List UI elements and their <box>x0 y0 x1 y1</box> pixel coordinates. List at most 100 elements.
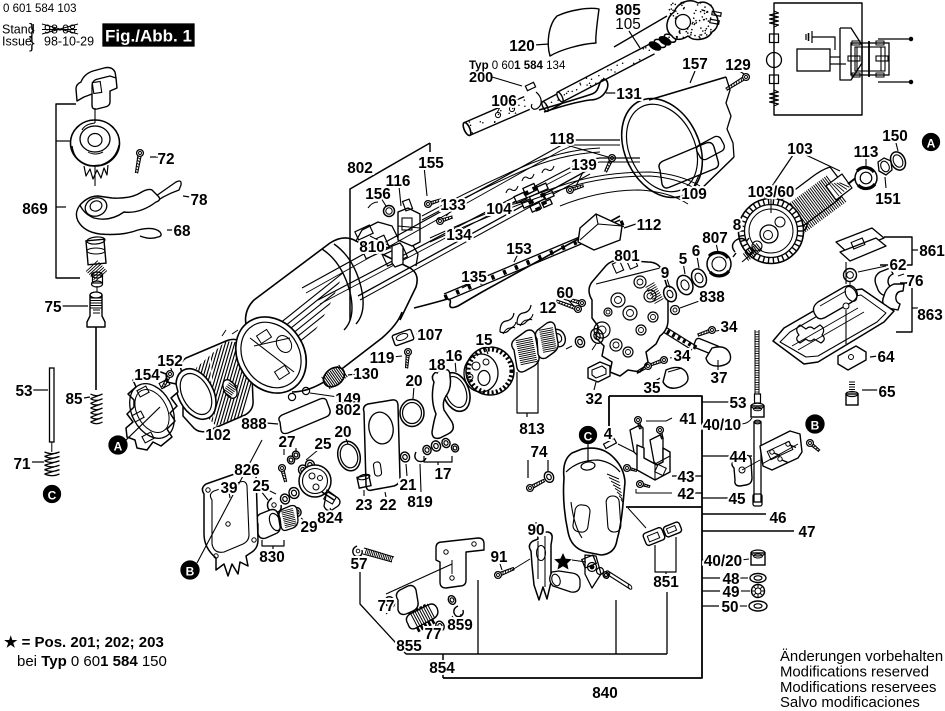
svg-text:112: 112 <box>637 217 662 234</box>
svg-text:C: C <box>584 430 593 444</box>
svg-text:91: 91 <box>490 549 508 566</box>
svg-text:77: 77 <box>377 598 394 615</box>
svg-text:106: 106 <box>491 93 517 110</box>
svg-text:B: B <box>186 565 195 579</box>
svg-text:113: 113 <box>854 144 879 161</box>
svg-text:5: 5 <box>679 251 688 268</box>
svg-text:888: 888 <box>241 416 267 433</box>
svg-text:863: 863 <box>917 307 943 324</box>
svg-text:Typ 0 601 584 134: Typ 0 601 584 134 <box>469 60 566 72</box>
svg-text:39: 39 <box>220 480 237 497</box>
svg-text:}: } <box>29 20 35 39</box>
svg-text:34: 34 <box>673 348 691 365</box>
svg-text:854: 854 <box>429 660 455 677</box>
svg-text:851: 851 <box>653 574 679 591</box>
svg-text:77: 77 <box>424 626 441 643</box>
svg-text:805: 805 <box>615 2 641 19</box>
svg-text:18: 18 <box>428 357 446 374</box>
svg-text:25: 25 <box>314 436 332 453</box>
svg-text:72: 72 <box>157 151 174 168</box>
svg-text:17: 17 <box>434 466 451 483</box>
svg-text:118: 118 <box>550 131 575 148</box>
svg-text:★ = Pos. 201; 202; 203: ★ = Pos. 201; 202; 203 <box>4 634 164 651</box>
svg-text:200: 200 <box>469 70 493 86</box>
svg-text:65: 65 <box>878 384 896 401</box>
svg-text:Stand: Stand <box>2 23 35 37</box>
svg-text:156: 156 <box>365 186 391 203</box>
svg-text:807: 807 <box>702 230 728 247</box>
svg-text:98-10-29: 98-10-29 <box>44 35 94 49</box>
svg-text:75: 75 <box>44 299 62 316</box>
svg-text:44: 44 <box>729 449 747 466</box>
svg-text:801: 801 <box>614 248 640 265</box>
svg-text:9: 9 <box>661 265 670 282</box>
svg-text:41: 41 <box>679 411 697 428</box>
svg-text:42: 42 <box>677 486 694 503</box>
svg-text:130: 130 <box>353 366 379 383</box>
svg-text:Salvo modificaciones: Salvo modificaciones <box>780 695 920 711</box>
svg-text:151: 151 <box>875 191 901 208</box>
svg-text:85: 85 <box>65 391 83 408</box>
svg-text:21: 21 <box>399 477 417 494</box>
svg-text:Fig./Abb. 1: Fig./Abb. 1 <box>105 27 192 46</box>
svg-text:813: 813 <box>519 421 545 438</box>
svg-text:129: 129 <box>725 57 751 74</box>
svg-text:830: 830 <box>259 549 285 566</box>
svg-text:154: 154 <box>134 367 160 384</box>
svg-text:116: 116 <box>386 173 411 190</box>
svg-text:155: 155 <box>418 155 444 172</box>
svg-text:869: 869 <box>22 201 48 218</box>
svg-text:60: 60 <box>556 285 573 302</box>
svg-text:47: 47 <box>798 524 815 541</box>
svg-text:4: 4 <box>604 426 613 443</box>
svg-text:120: 120 <box>509 38 535 55</box>
svg-text:810: 810 <box>359 239 385 256</box>
svg-text:840: 840 <box>592 685 618 702</box>
svg-text:B: B <box>811 419 820 433</box>
svg-text:C: C <box>48 489 57 503</box>
svg-text:22: 22 <box>379 497 396 514</box>
svg-text:40/10: 40/10 <box>703 417 741 434</box>
svg-text:152: 152 <box>157 353 183 370</box>
svg-text:29: 29 <box>300 519 317 536</box>
svg-text:62: 62 <box>889 257 906 274</box>
svg-text:27: 27 <box>278 434 295 451</box>
svg-text:8: 8 <box>733 217 742 234</box>
svg-text:Modifications reservees: Modifications reservees <box>780 680 936 696</box>
svg-text:104: 104 <box>486 201 512 218</box>
svg-text:105: 105 <box>615 16 641 33</box>
svg-text:20: 20 <box>334 424 351 441</box>
svg-text:Modifications reserved: Modifications reserved <box>780 664 929 680</box>
svg-text:50: 50 <box>721 599 738 616</box>
svg-text:53: 53 <box>15 383 32 400</box>
svg-text:103/60: 103/60 <box>748 184 795 201</box>
svg-text:49: 49 <box>722 584 739 601</box>
svg-text:139: 139 <box>571 157 597 174</box>
svg-text:A: A <box>114 440 123 454</box>
svg-text:48: 48 <box>722 571 740 588</box>
svg-text:826: 826 <box>234 462 260 479</box>
svg-text:71: 71 <box>13 456 31 473</box>
svg-text:}: } <box>29 33 35 52</box>
svg-text:103: 103 <box>787 141 813 158</box>
svg-text:133: 133 <box>440 197 466 214</box>
svg-text:68: 68 <box>173 223 191 240</box>
svg-text:824: 824 <box>317 510 343 527</box>
svg-text:45: 45 <box>728 491 746 508</box>
svg-text:802: 802 <box>335 402 361 419</box>
svg-text:861: 861 <box>919 243 945 260</box>
svg-text:bei Typ 0 601 584 150: bei Typ 0 601 584 150 <box>17 653 167 670</box>
svg-text:107: 107 <box>417 327 443 344</box>
svg-text:838: 838 <box>699 289 725 306</box>
svg-text:134: 134 <box>446 227 472 244</box>
svg-text:78: 78 <box>190 192 208 209</box>
svg-text:A: A <box>927 137 936 151</box>
svg-text:57: 57 <box>350 556 367 573</box>
svg-text:46: 46 <box>769 510 786 527</box>
svg-text:23: 23 <box>355 497 372 514</box>
svg-text:74: 74 <box>530 444 548 461</box>
svg-text:15: 15 <box>475 332 493 349</box>
svg-text:53: 53 <box>729 395 746 412</box>
svg-text:37: 37 <box>710 370 727 387</box>
svg-text:119: 119 <box>370 350 395 367</box>
